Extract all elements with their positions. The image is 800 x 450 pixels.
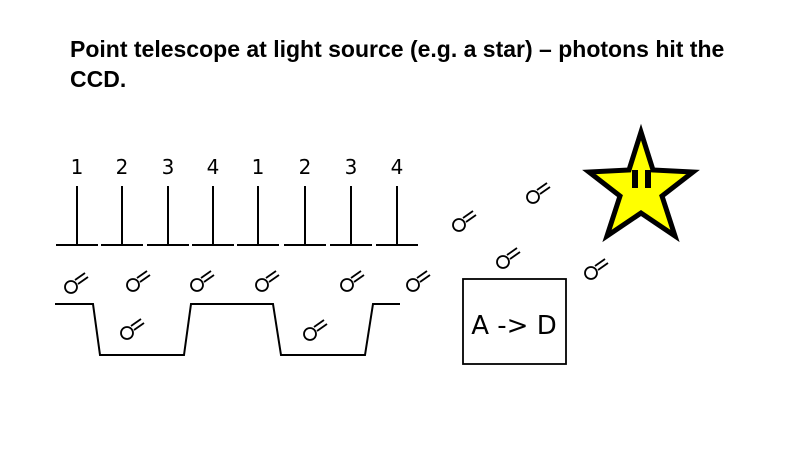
star-shape <box>582 123 700 243</box>
star-eye <box>632 170 638 188</box>
gate-electrode <box>101 186 143 246</box>
photon-icon <box>452 210 477 232</box>
photon-icon <box>526 182 551 204</box>
adc-box: A -> D <box>462 278 567 365</box>
electrode-label: 4 <box>391 155 404 179</box>
electrode-label: 2 <box>299 155 312 179</box>
electrode-labels: 1 2 3 4 1 2 3 4 <box>71 155 404 179</box>
photon-icon <box>120 318 145 340</box>
gate-electrode <box>192 186 234 246</box>
gate-electrode <box>376 186 418 246</box>
photon-icon <box>64 272 89 294</box>
photon-icon <box>406 270 431 292</box>
photon-icon <box>340 270 365 292</box>
electrode-label: 1 <box>71 155 84 179</box>
gate-electrode <box>330 186 372 246</box>
electrode-label: 3 <box>162 155 175 179</box>
photon-icon <box>584 258 609 280</box>
photon-icon <box>303 319 328 341</box>
photon-icon <box>190 270 215 292</box>
electrode-label: 2 <box>116 155 129 179</box>
gate-electrode <box>56 186 98 246</box>
photon-icon <box>255 270 280 292</box>
gate-electrodes <box>56 186 418 246</box>
electrode-label: 4 <box>207 155 220 179</box>
star-icon <box>582 123 700 243</box>
gate-electrode <box>284 186 326 246</box>
photon-icon <box>496 247 521 269</box>
electrode-label: 3 <box>345 155 358 179</box>
gate-electrode <box>147 186 189 246</box>
star-eye <box>645 170 651 188</box>
slide-title: Point telescope at light source (e.g. a … <box>70 36 725 92</box>
adc-label: A -> D <box>471 311 557 341</box>
potential-well-profile <box>55 303 400 356</box>
electrode-label: 1 <box>252 155 265 179</box>
photon-icon <box>126 270 151 292</box>
gate-electrode <box>237 186 279 246</box>
